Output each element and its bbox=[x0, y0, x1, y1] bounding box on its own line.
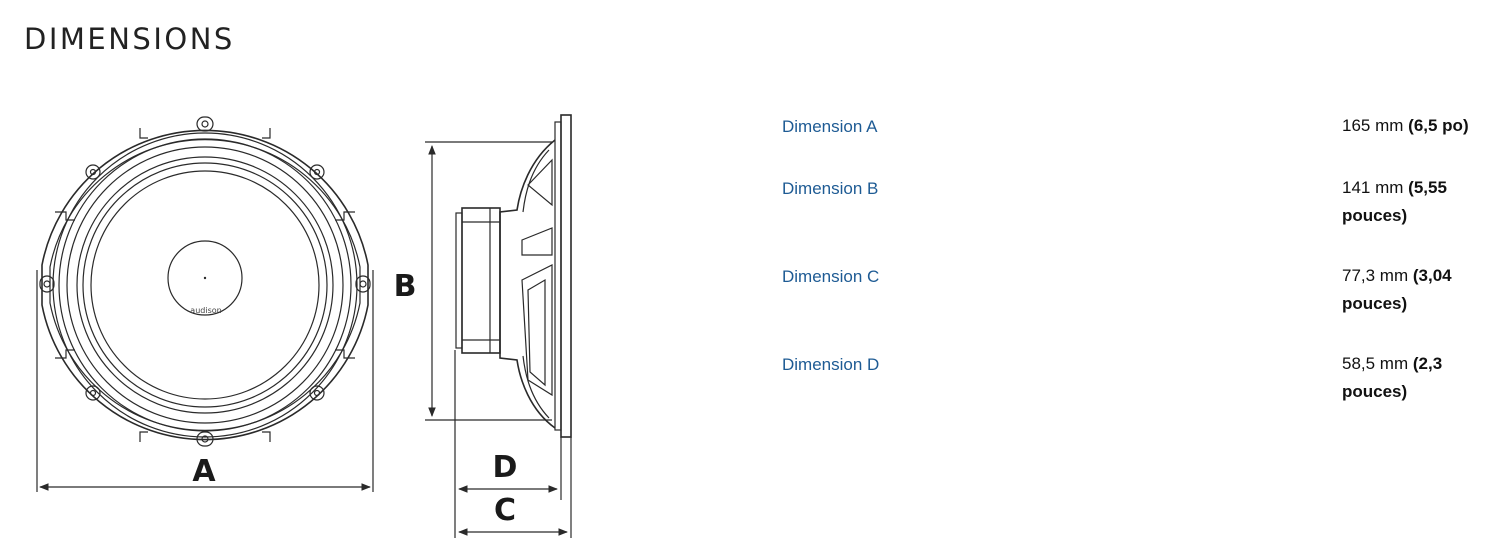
spec-label: Dimension B bbox=[782, 179, 879, 198]
spec-value-imperial: (6,5 po) bbox=[1408, 116, 1469, 135]
spec-value-imperial: (2,3 pouces) bbox=[1342, 354, 1443, 401]
brand-logo: audison bbox=[190, 306, 221, 315]
spec-value-metric: 165 mm bbox=[1342, 116, 1404, 135]
spec-value: 165 mm (6,5 po) bbox=[1342, 112, 1492, 140]
spec-value: 141 mm (5,55 pouces) bbox=[1342, 174, 1492, 230]
spec-label: Dimension D bbox=[782, 355, 880, 374]
spec-value-imperial: (3,04 pouces) bbox=[1342, 266, 1452, 313]
speaker-side-view: B D C bbox=[394, 114, 572, 538]
dimension-label-d: D bbox=[493, 450, 518, 485]
spec-value-imperial: (5,55 pouces) bbox=[1342, 178, 1447, 225]
speaker-dimension-drawing: audison bbox=[36, 114, 572, 538]
speaker-front-view: audison bbox=[36, 116, 374, 492]
dimension-label-b: B bbox=[394, 269, 417, 304]
page-title: DIMENSIONS bbox=[24, 22, 235, 56]
spec-label: Dimension C bbox=[782, 267, 880, 286]
spec-value: 58,5 mm (2,3 pouces) bbox=[1342, 350, 1492, 406]
spec-value-metric: 58,5 mm bbox=[1342, 354, 1409, 373]
spec-value: 77,3 mm (3,04 pouces) bbox=[1342, 262, 1492, 318]
dimension-label-c: C bbox=[494, 493, 516, 528]
spec-value-metric: 77,3 mm bbox=[1342, 266, 1409, 285]
dimension-label-a: A bbox=[192, 454, 216, 489]
spec-label: Dimension A bbox=[782, 117, 878, 136]
spec-value-metric: 141 mm bbox=[1342, 178, 1404, 197]
